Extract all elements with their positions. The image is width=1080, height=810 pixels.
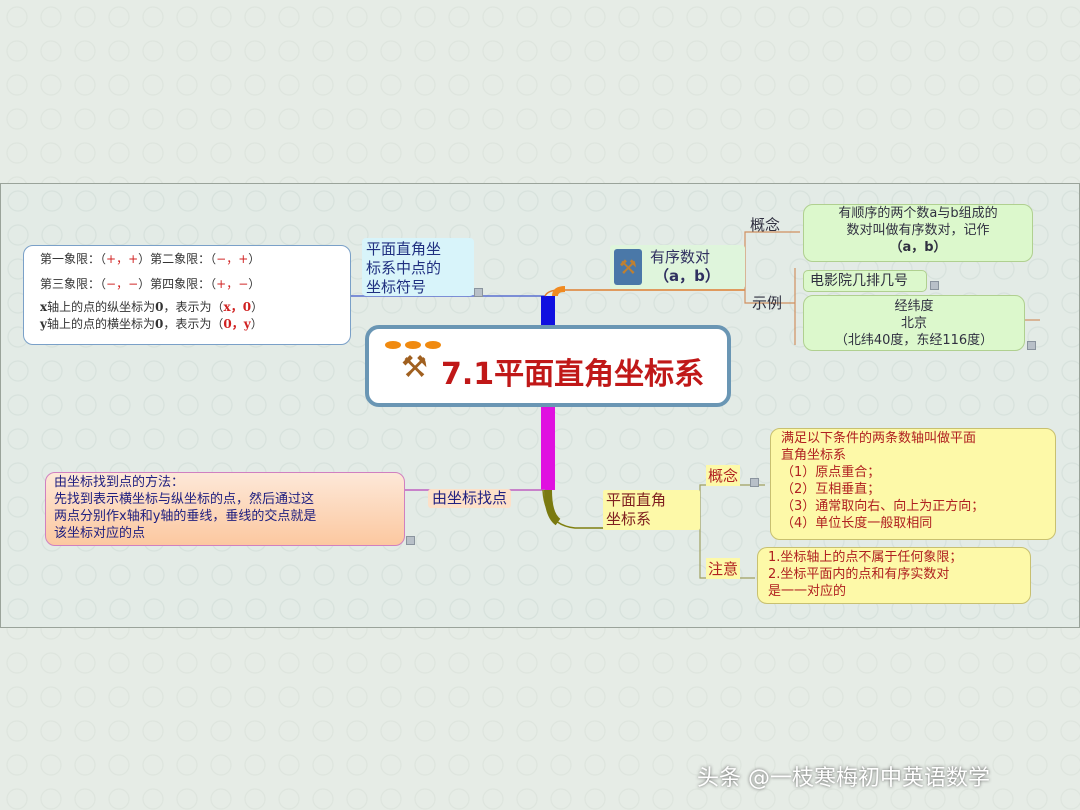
coordinate-system-label[interactable]: 平面直角 坐标系 [603,490,700,530]
coordinate-signs-label[interactable]: 平面直角坐 标系中点的 坐标符号 [362,238,474,296]
note-label[interactable]: 注意 [706,558,741,579]
gavel-book-icon: ⚒ [614,249,642,285]
ordered-pair-label[interactable]: ⚒ 有序数对 （a，b） [610,245,745,289]
quadrant-row: 第三象限：（−，−）第四象限：（+，−） [40,277,261,291]
watermark: 头条 @一枝寒梅初中英语数学 [697,766,990,791]
example-cinema[interactable]: 电影院几排几号 [803,270,927,292]
note-icon[interactable] [930,281,939,290]
text-line: 北京 [900,316,927,331]
example-latlong[interactable]: 经纬度 北京 （北纬40度，东经116度） [803,295,1025,351]
note-icon[interactable] [406,536,415,545]
text-line: 先找到表示横坐标与纵坐标的点，然后通过这 [54,492,315,507]
note-icon[interactable] [1027,341,1036,350]
text-line: 两点分别作x轴和y轴的垂线，垂线的交点就是 [54,509,317,524]
quadrant-row: 第一象限：（+，+）第二象限：（−，+） [40,252,261,266]
label-line: 有序数对 [650,248,711,266]
label-line: 标系中点的 [366,259,442,277]
axis-row: y轴上的点的横坐标为0，表示为（0，y） [40,317,263,331]
note-icon[interactable] [750,478,759,487]
label-line: （a，b） [654,267,720,285]
text-line: 该坐标对应的点 [54,526,146,541]
label-line: 坐标符号 [366,278,427,296]
find-point-detail[interactable]: 由坐标找到点的方法： 先找到表示横坐标与纵坐标的点，然后通过这 两点分别作x轴和… [45,472,405,546]
text-line: 数对叫做有序数对，记作 [846,223,990,238]
coordinate-system-concept[interactable]: 满足以下条件的两条数轴叫做平面 直角坐标系 （1）原点重合； （2）互相垂直； … [770,428,1056,540]
ordered-pair-concept[interactable]: 有顺序的两个数a与b组成的 数对叫做有序数对，记作 （a，b） [803,204,1033,262]
text-line: 由坐标找到点的方法： [54,475,185,490]
central-topic[interactable]: ⚒ 7.1平面直角坐标系 [365,325,731,407]
text-line: 是一一对应的 [768,584,847,599]
coordinate-system-note[interactable]: 1.坐标轴上的点不属于任何象限； 2.坐标平面内的点和有序实数对 是一一对应的 [757,547,1031,604]
axis-row: x轴上的点的纵坐标为0，表示为（x，0） [40,300,264,314]
text-line: 直角坐标系 [781,448,847,463]
text-line: （a，b） [889,240,947,255]
note-icon[interactable] [474,288,483,297]
coordinate-signs-detail[interactable]: 第一象限：（+，+）第二象限：（−，+） 第三象限：（−，−）第四象限：（+，−… [23,245,351,345]
label-line: 坐标系 [606,510,652,528]
text-line: 2.坐标平面内的点和有序实数对 [768,567,950,582]
central-title: 7.1平面直角坐标系 [441,357,705,392]
text-line: （4）单位长度一般取相同 [781,516,933,531]
dots-decoration [385,337,441,354]
label-line: 平面直角 [606,491,667,509]
text-line: （北纬40度，东经116度） [834,333,994,348]
text-line: （2）互相垂直； [781,482,881,497]
text-line: 满足以下条件的两条数轴叫做平面 [781,431,977,446]
concept-label[interactable]: 概念 [750,216,781,234]
label-line: 平面直角坐 [366,240,442,258]
text-line: （3）通常取向右、向上为正方向； [781,499,985,514]
text-line: 经纬度 [894,299,934,314]
text-line: （1）原点重合； [781,465,881,480]
text-line: 有顺序的两个数a与b组成的 [838,206,998,221]
find-point-label[interactable]: 由坐标找点 [428,489,512,508]
text-line: 1.坐标轴上的点不属于任何象限； [768,550,963,565]
concept-label[interactable]: 概念 [706,465,741,486]
tools-icon: ⚒ [401,350,428,385]
example-label[interactable]: 示例 [752,294,783,312]
